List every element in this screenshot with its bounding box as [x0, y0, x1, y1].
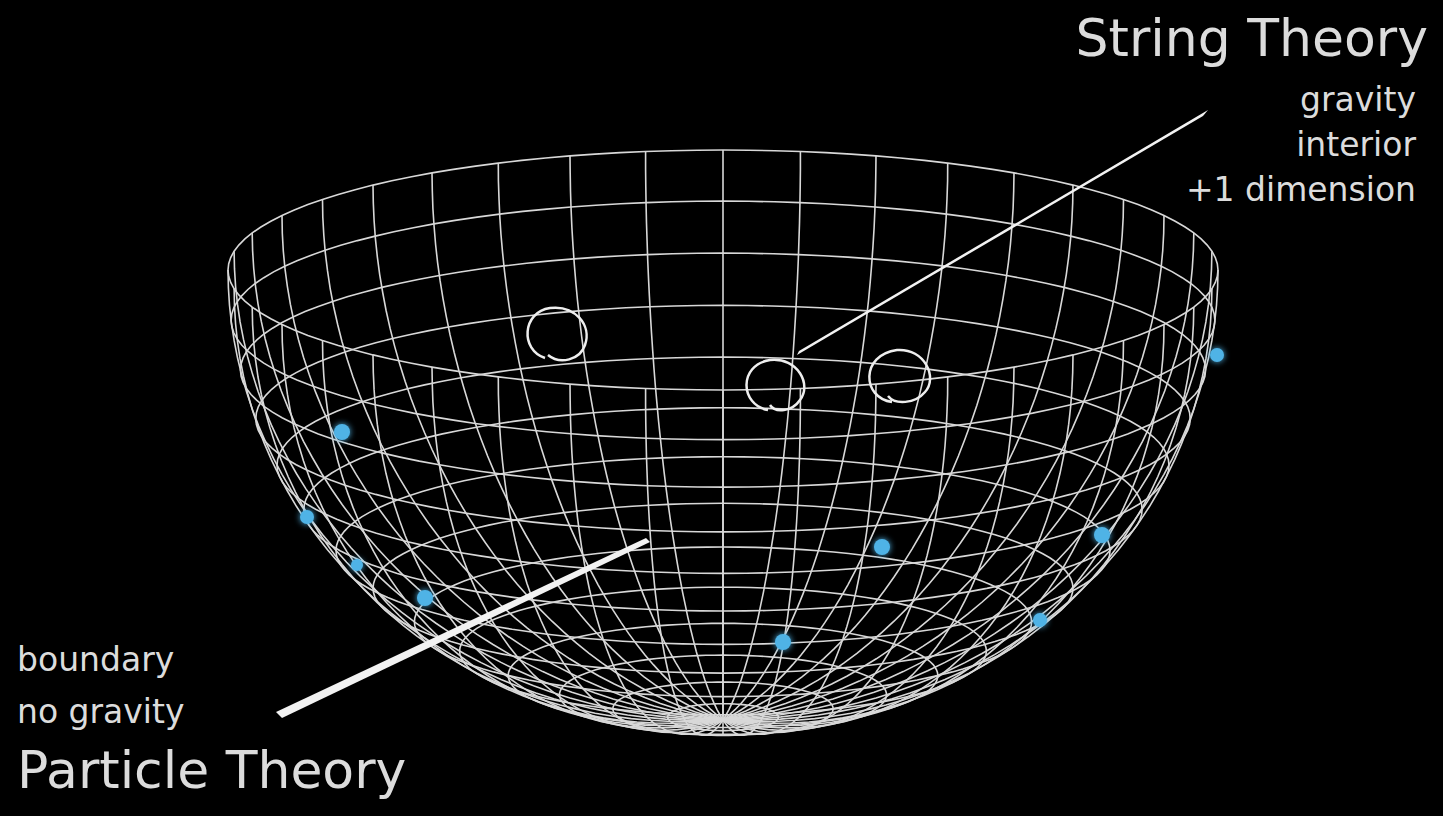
- wire-line: [570, 384, 723, 734]
- wire-line: [723, 341, 1124, 726]
- note-text: no gravity: [14, 694, 188, 730]
- wire-line: [723, 173, 1014, 720]
- wire-line: [723, 163, 948, 720]
- wire-line: [234, 251, 723, 720]
- leader-lines: [276, 110, 1208, 718]
- wire-line: [723, 216, 1164, 721]
- wire-line: [723, 152, 800, 721]
- wire-line: [723, 185, 1073, 720]
- wire-line: [723, 289, 1212, 721]
- note-text: gravity: [1297, 82, 1419, 118]
- particle-dot: [417, 590, 433, 606]
- theory-title: String Theory: [1073, 10, 1431, 67]
- wire-line: [646, 152, 723, 721]
- wireframe-bowl: [228, 150, 1218, 736]
- wire-line: [723, 270, 1218, 720]
- wire-line: [228, 270, 723, 720]
- particle-dot: [1210, 348, 1224, 362]
- leader-line: [797, 110, 1208, 355]
- particle-dot: [334, 424, 350, 440]
- wire-line: [282, 216, 723, 721]
- particle-dot: [300, 510, 314, 524]
- string-loop: [869, 350, 930, 402]
- wire-line: [432, 173, 723, 720]
- wire-line: [723, 251, 1212, 720]
- note-text: +1 dimension: [1183, 172, 1419, 208]
- leader-line: [276, 538, 650, 718]
- wire-line: [723, 377, 948, 733]
- particle-dot: [1094, 527, 1110, 543]
- wire-line: [723, 355, 1073, 728]
- wire-line: [646, 389, 723, 736]
- wire-line: [723, 233, 1194, 720]
- wire-line: [373, 185, 723, 720]
- note-text: interior: [1293, 127, 1419, 163]
- string-loop: [528, 308, 587, 361]
- wire-line: [722, 150, 724, 720]
- wire-line: [432, 367, 723, 730]
- particle-dot: [351, 559, 363, 571]
- wire-line: [234, 289, 723, 721]
- string-loops: [528, 308, 931, 410]
- wire-line: [498, 163, 723, 720]
- wire-line: [723, 389, 800, 736]
- theory-title: Particle Theory: [14, 742, 409, 799]
- wire-line: [723, 200, 1124, 721]
- string-loop: [747, 360, 805, 410]
- particle-dots: [300, 348, 1224, 650]
- wire-line: [252, 233, 723, 720]
- wire-line: [373, 355, 723, 728]
- particle-dot: [1033, 613, 1047, 627]
- wire-line: [723, 156, 876, 720]
- particle-dot: [874, 539, 890, 555]
- note-text: boundary: [14, 642, 177, 678]
- particle-dot: [775, 634, 791, 650]
- wire-line: [723, 367, 1014, 730]
